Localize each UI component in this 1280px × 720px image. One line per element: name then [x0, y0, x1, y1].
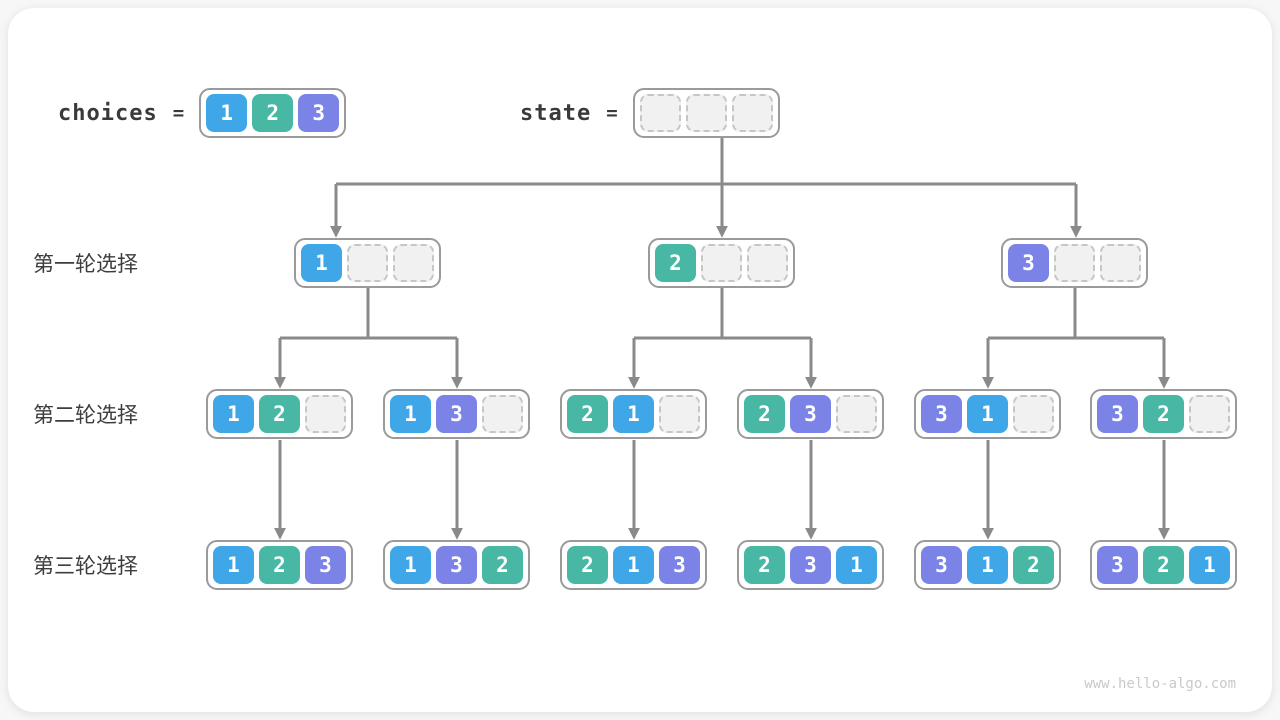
node-cell: 2 [655, 244, 696, 282]
node-cell [393, 244, 434, 282]
node-cell: 2 [1143, 546, 1184, 584]
state-node: 1 [294, 238, 441, 288]
node-cell: 1 [390, 395, 431, 433]
equals-sign: = [172, 102, 185, 124]
node-cell: 2 [259, 395, 300, 433]
node-cell: 3 [921, 546, 962, 584]
node-cell: 3 [659, 546, 700, 584]
choices-group: choices = 1 2 3 [58, 88, 347, 138]
state-cell [639, 94, 681, 132]
state-node: 1 2 3 [206, 540, 353, 590]
node-cell: 3 [1097, 546, 1138, 584]
state-node: 1 2 [206, 389, 353, 439]
node-cell [1100, 244, 1141, 282]
choice-cell: 1 [206, 94, 248, 132]
node-cell: 3 [436, 395, 477, 433]
node-cell [747, 244, 788, 282]
node-cell: 1 [213, 546, 254, 584]
state-node: 3 1 [914, 389, 1061, 439]
node-cell: 2 [1143, 395, 1184, 433]
node-cell: 3 [436, 546, 477, 584]
node-cell [701, 244, 742, 282]
node-cell [1013, 395, 1054, 433]
choices-label: choices [58, 100, 158, 126]
node-cell: 1 [301, 244, 342, 282]
node-cell: 2 [744, 546, 785, 584]
node-cell [1054, 244, 1095, 282]
watermark: www.hello-algo.com [1084, 676, 1236, 692]
node-cell: 2 [482, 546, 523, 584]
node-cell: 3 [790, 546, 831, 584]
node-cell [305, 395, 346, 433]
choice-cell: 3 [298, 94, 340, 132]
state-box [632, 88, 780, 138]
row-label-round-3: 第三轮选择 [33, 554, 138, 578]
state-node: 2 [648, 238, 795, 288]
state-node: 3 2 1 [1090, 540, 1237, 590]
node-cell: 2 [567, 395, 608, 433]
state-cell [685, 94, 727, 132]
node-cell: 1 [390, 546, 431, 584]
node-cell: 2 [1013, 546, 1054, 584]
node-cell: 3 [1008, 244, 1049, 282]
node-cell: 2 [567, 546, 608, 584]
node-cell: 1 [613, 546, 654, 584]
state-label: state [520, 100, 592, 126]
state-node: 3 2 [1090, 389, 1237, 439]
state-node: 3 [1001, 238, 1148, 288]
node-cell [659, 395, 700, 433]
node-cell: 3 [305, 546, 346, 584]
state-node: 3 1 2 [914, 540, 1061, 590]
node-cell: 1 [213, 395, 254, 433]
node-cell [482, 395, 523, 433]
node-cell: 3 [1097, 395, 1138, 433]
row-label-round-1: 第一轮选择 [33, 252, 138, 276]
node-cell: 3 [790, 395, 831, 433]
node-cell: 2 [744, 395, 785, 433]
state-node: 1 3 2 [383, 540, 530, 590]
state-node: 2 1 3 [560, 540, 707, 590]
node-cell: 2 [259, 546, 300, 584]
node-cell [1189, 395, 1230, 433]
node-cell: 1 [613, 395, 654, 433]
row-label-round-2: 第二轮选择 [33, 403, 138, 427]
node-cell: 1 [967, 546, 1008, 584]
equals-sign: = [606, 102, 618, 124]
node-cell: 1 [967, 395, 1008, 433]
choice-cell: 2 [252, 94, 294, 132]
state-group: state = [520, 88, 780, 138]
state-node: 2 1 [560, 389, 707, 439]
choices-box: 1 2 3 [199, 88, 347, 138]
state-node: 1 3 [383, 389, 530, 439]
state-cell [731, 94, 773, 132]
state-node: 2 3 1 [737, 540, 884, 590]
node-cell [347, 244, 388, 282]
node-cell: 1 [836, 546, 877, 584]
state-node: 2 3 [737, 389, 884, 439]
node-cell: 1 [1189, 546, 1230, 584]
node-cell: 3 [921, 395, 962, 433]
node-cell [836, 395, 877, 433]
